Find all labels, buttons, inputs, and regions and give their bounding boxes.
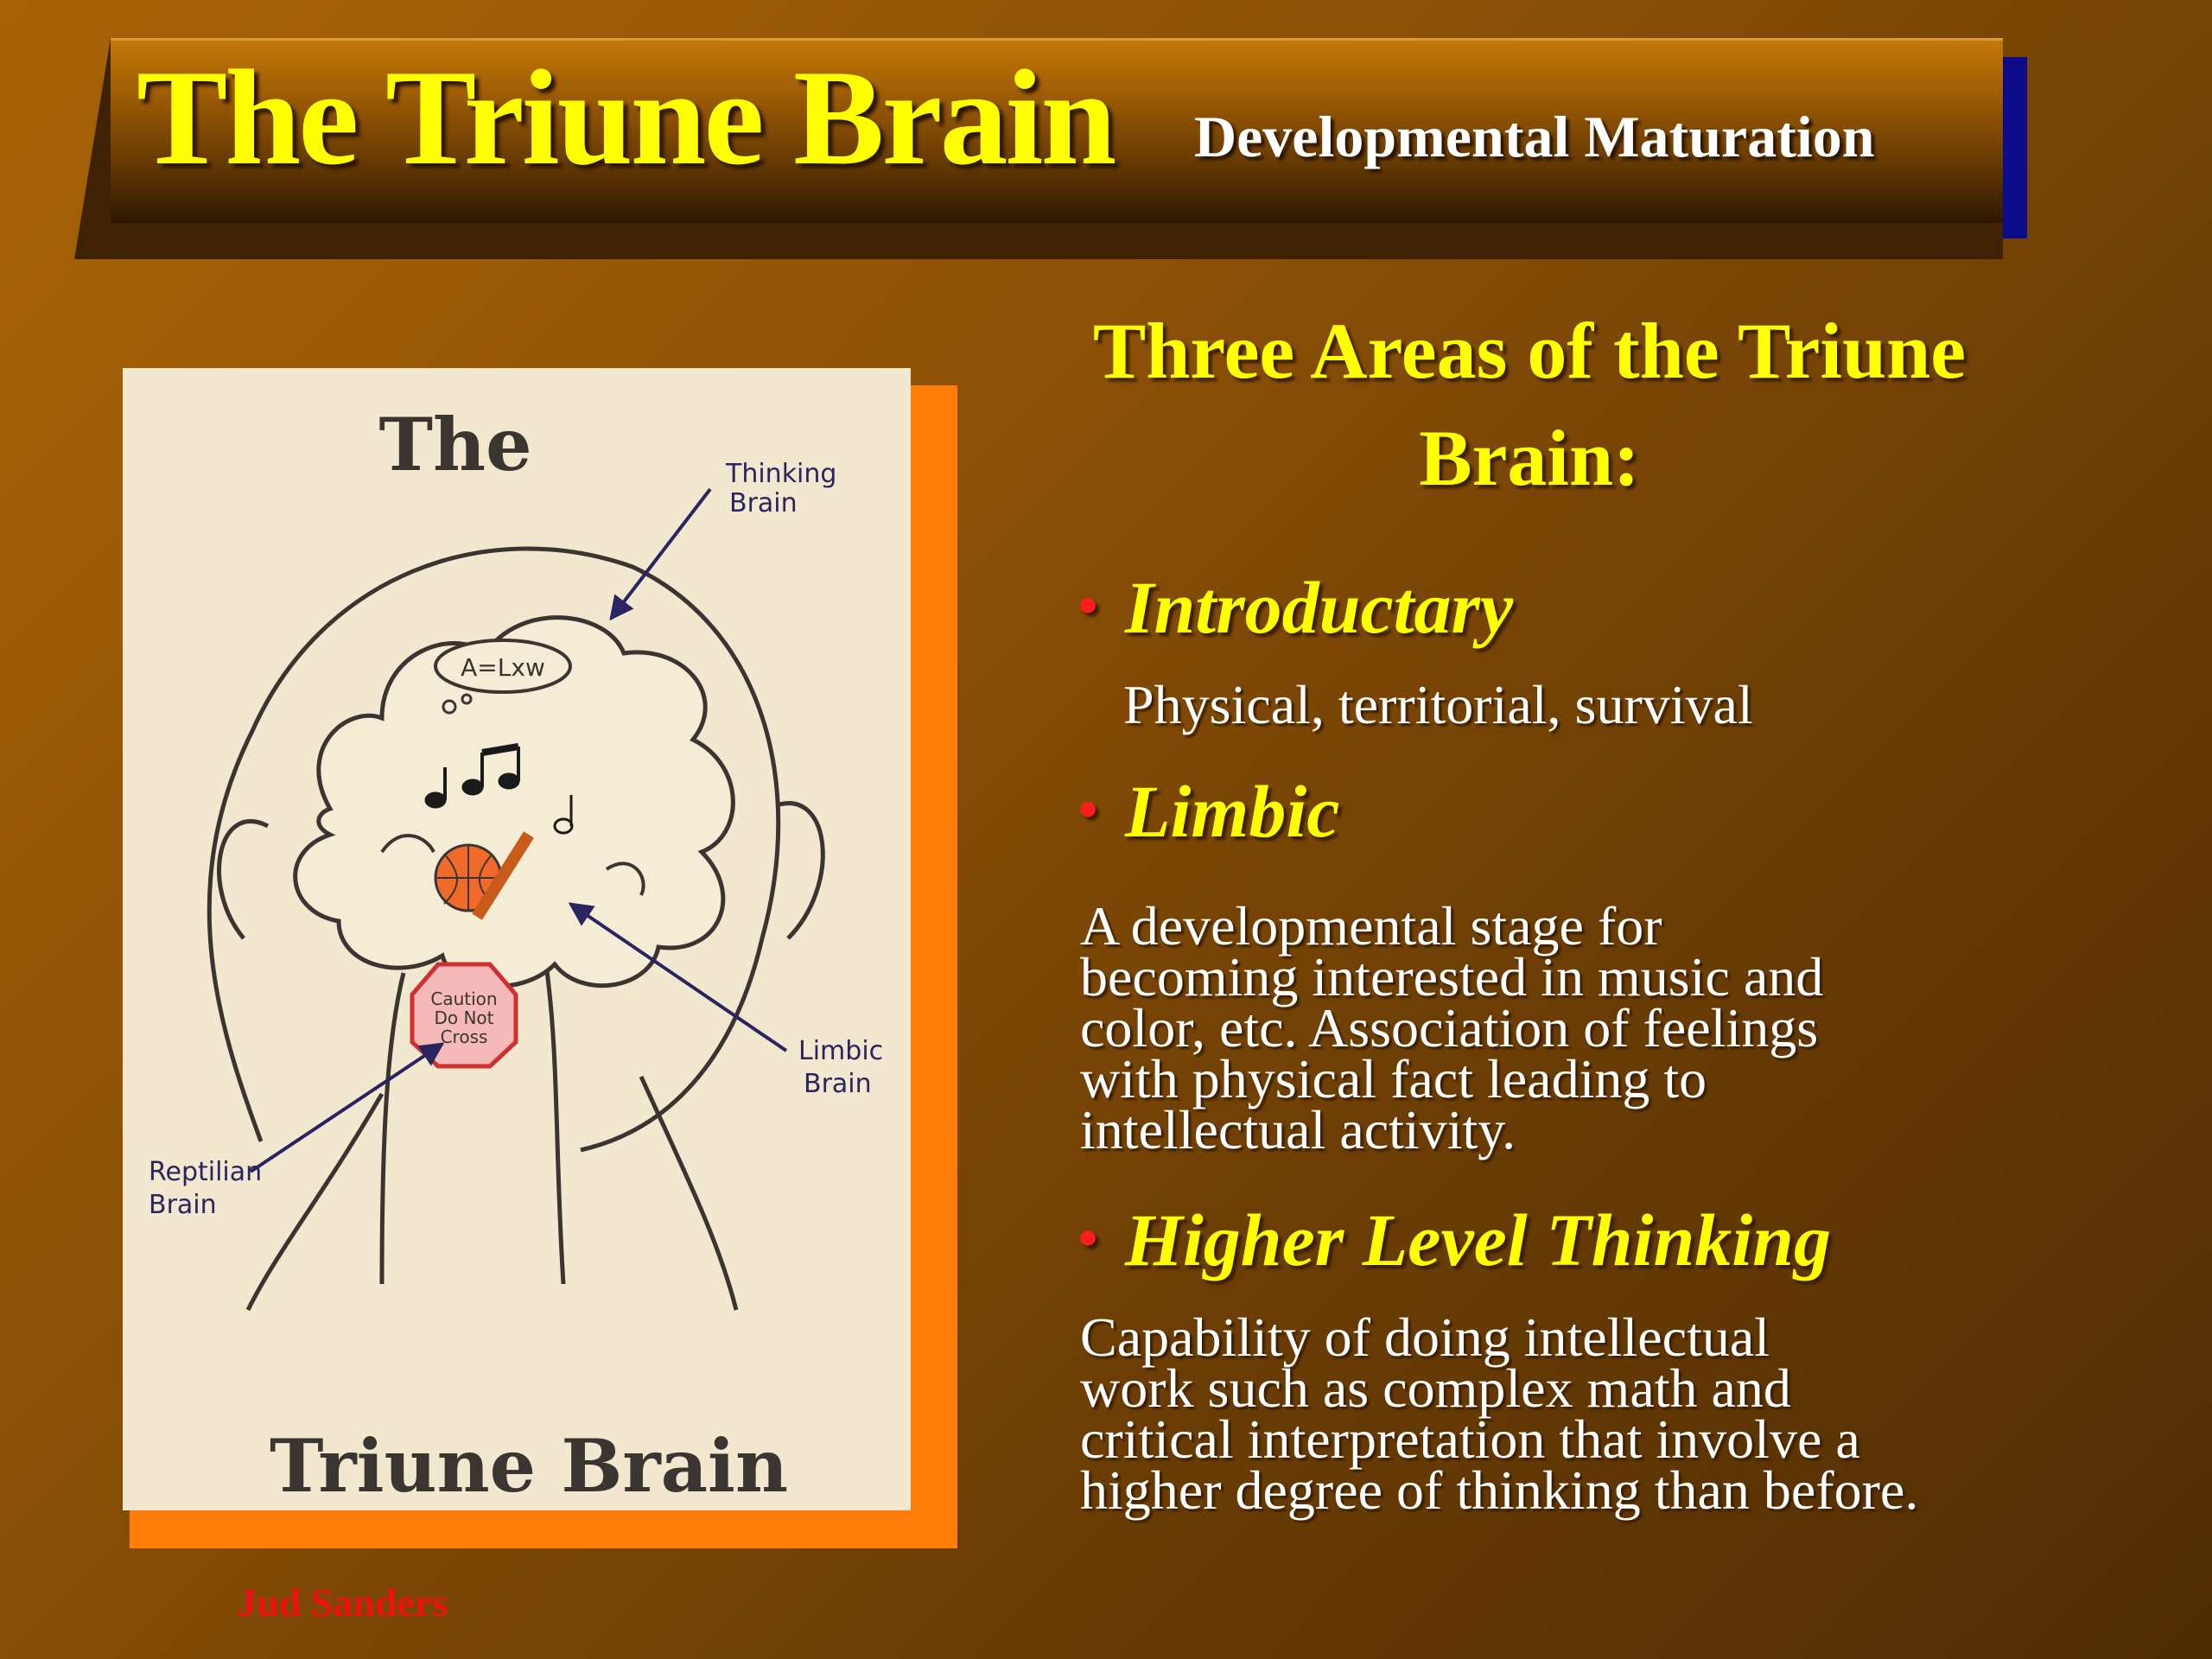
brain-cloud (293, 615, 735, 988)
shoulder-right (639, 1075, 739, 1311)
right-ear (779, 801, 825, 940)
introductary-text: Physical, territorial, survival (1123, 674, 1753, 735)
svg-text:Caution: Caution (430, 988, 497, 1009)
bullet-introductary: •Introductary (1078, 566, 1514, 649)
limbic-brain-label: Limbic (798, 1036, 883, 1066)
svg-text:Brain: Brain (804, 1069, 872, 1099)
svg-text:Brain: Brain (149, 1190, 217, 1220)
left-ear (217, 819, 270, 940)
limbic-arrow (568, 902, 788, 1052)
thinking-arrow (609, 487, 712, 621)
music-notes-icon (424, 743, 574, 835)
thinking-brain-label: Thinking (725, 459, 836, 489)
svg-text:Do Not: Do Not (434, 1007, 493, 1028)
content-heading: Three Areas of the Triune Brain: (1092, 307, 1967, 502)
bullet-dot-icon: • (1078, 779, 1098, 840)
higher-level-thinking-text: Capability of doing intellectual work su… (1080, 1306, 1919, 1521)
bullet-dot-icon: • (1078, 1207, 1098, 1268)
title-bar (111, 38, 2003, 223)
bullet-higher-level-thinking: •Higher Level Thinking (1078, 1198, 1831, 1281)
limbic-text: A developmental stage for becoming inter… (1080, 895, 1824, 1160)
bullet-dot-icon: • (1078, 575, 1098, 636)
reptilian-arrow (249, 1042, 445, 1173)
reptilian-brain-label: Reptilian (149, 1157, 262, 1187)
svg-text:Cross: Cross (441, 1027, 488, 1047)
shoulder-left (245, 1092, 385, 1312)
neck-right (543, 963, 566, 1285)
thought-bubble (434, 639, 572, 694)
slide-subtitle: Developmental Maturation (1194, 104, 1875, 169)
formula-label: A=Lxw (461, 653, 545, 682)
triune-brain-drawing: A=Lxw Caution Do Not Cross (123, 368, 911, 1510)
head-outline (207, 546, 781, 1153)
bullet-limbic: •Limbic (1078, 770, 1340, 853)
drawing-heading-bottom: Triune Brain (270, 1423, 788, 1509)
caution-sign-icon (410, 962, 518, 1069)
author-credit: Jud Sanders (237, 1580, 448, 1624)
neck-left (379, 972, 406, 1285)
svg-text:Brain: Brain (729, 488, 798, 518)
drawing-heading-top: The (378, 402, 531, 487)
slide-title: The Triune Brain (137, 42, 1116, 194)
